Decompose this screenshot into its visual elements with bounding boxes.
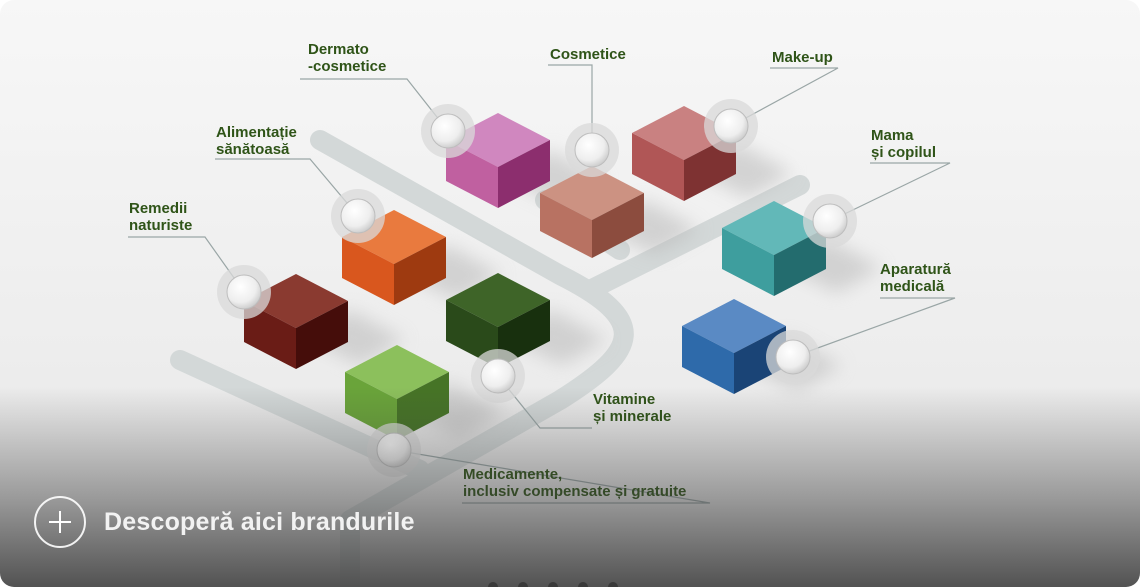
box-mama[interactable] (722, 201, 826, 296)
carousel-dot[interactable] (488, 582, 498, 587)
label-makeup[interactable]: Make-up (772, 49, 833, 66)
label-mama[interactable]: Mama și copilul (871, 127, 937, 161)
label-vitamine[interactable]: Vitamine și minerale (593, 391, 672, 425)
label-aparatura[interactable]: Aparatură medicală (880, 261, 951, 295)
carousel-dot[interactable] (518, 582, 528, 587)
pin-vitamine[interactable] (471, 349, 525, 403)
label-dermato[interactable]: Dermato -cosmetice (308, 41, 387, 75)
label-medicamente[interactable]: Medicamente, inclusiv compensate și grat… (463, 466, 687, 500)
box-vitamine[interactable] (446, 273, 550, 368)
carousel-dot[interactable] (548, 582, 558, 587)
discover-brands-label: Descoperă aici brandurile (104, 507, 415, 536)
pin-alimentatie[interactable] (331, 189, 385, 243)
discover-brands-button[interactable]: Descoperă aici brandurile (34, 494, 415, 550)
pin-medicamente[interactable] (367, 423, 421, 477)
pin-remedii[interactable] (217, 265, 271, 319)
pin-mama[interactable] (803, 194, 857, 248)
label-cosmetice[interactable]: Cosmetice (550, 46, 626, 63)
pin-dermato[interactable] (421, 104, 475, 158)
box-cosmetice[interactable] (540, 166, 644, 258)
carousel-dot[interactable] (578, 582, 588, 587)
carousel-dots (488, 582, 618, 587)
box-remedii[interactable] (244, 274, 348, 369)
label-remedii[interactable]: Remedii naturiste (129, 200, 193, 234)
label-alimentatie[interactable]: Alimentație sănătoasă (216, 124, 297, 158)
pin-makeup[interactable] (704, 99, 758, 153)
carousel-dot[interactable] (608, 582, 618, 587)
pin-cosmetice[interactable] (565, 123, 619, 177)
pin-aparatura[interactable] (766, 330, 820, 384)
plus-circle-icon (34, 496, 86, 548)
